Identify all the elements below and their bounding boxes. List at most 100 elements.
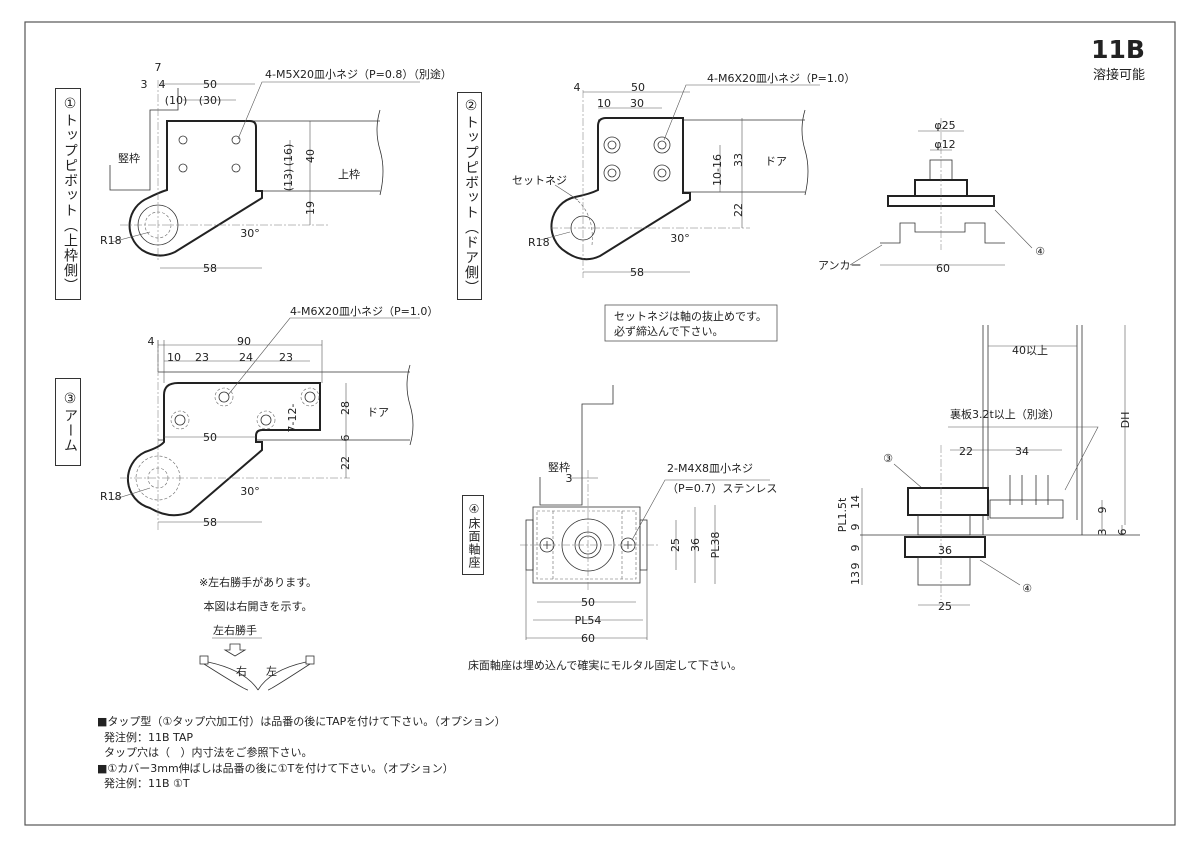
head-label: 上枠 [338, 167, 360, 181]
dim-10: 10 [597, 97, 611, 110]
door-frame-lines [982, 325, 1083, 535]
screw-callout: 4-M6X20皿小ネジ（P=1.0） [707, 72, 855, 85]
dim-23b: 23 [279, 351, 293, 364]
dim-58: 58 [203, 262, 217, 275]
dim-36: 36 [938, 544, 952, 557]
dim-4: 4 [148, 335, 155, 348]
screw-callout: 4-M5X20皿小ネジ（P=0.8）（別途） [265, 67, 452, 81]
note-line: 発注例：11B ①T [97, 777, 190, 790]
dim-30: 30 [630, 97, 644, 110]
dim-16: (16) [282, 144, 295, 167]
screw-callout-1: 2-M4X8皿小ネジ [667, 462, 753, 475]
mortar-instruction: 床面軸座は埋め込んで確実にモルタル固定して下さい。 [468, 658, 742, 672]
dim-30: (30) [199, 94, 222, 107]
dim-phi25: φ25 [934, 119, 955, 132]
center-lines [520, 470, 660, 590]
hole [653, 164, 671, 182]
dim-50: 50 [203, 431, 217, 444]
backplate-label: 裏板3.2t以上（別途） [950, 407, 1060, 421]
hole [231, 135, 241, 145]
dimension-lines [111, 317, 420, 523]
set-screw-note-line1: セットネジは軸の抜止めです。 [614, 309, 767, 323]
product-subtitle: 溶接可能 [1092, 68, 1145, 83]
ref-4: ④ [1022, 582, 1032, 595]
screw-callout: 4-M6X20皿小ネジ（P=1.0） [290, 305, 438, 318]
dim-dh: DH [1119, 412, 1132, 429]
dim-7-12: 7-12- [286, 404, 299, 433]
dim-22: 22 [339, 456, 352, 470]
dim-3: 3 [566, 472, 573, 485]
hidden-lines [552, 511, 623, 579]
dim-radius: R18 [100, 234, 122, 247]
dim-9c: 9 [849, 563, 862, 570]
break-line [406, 364, 414, 446]
handing-title: 左右勝手 [213, 623, 257, 637]
dim-pl38: PL38 [709, 532, 722, 559]
set-screw-label: セットネジ [512, 174, 567, 187]
dim-25: 25 [669, 538, 682, 552]
section1-label: ①トップピボット（上枠側） [55, 88, 81, 300]
dim-22: 22 [959, 445, 973, 458]
screw-callout-2: （P=0.7）ステンレス [667, 482, 777, 495]
note-line: 発注例：11B TAP [97, 730, 194, 744]
door-label: ドア [367, 406, 389, 419]
screw-holes [170, 387, 320, 430]
hinge-right-icon [305, 655, 315, 665]
dim-13: 13 [849, 571, 862, 585]
section2-label: ②トップピボット（ドア側） [457, 92, 482, 300]
break-line [801, 109, 809, 196]
note-line: ■タップ型（①タップ穴加工付）は品番の後にTAPを付けて下さい。（オプション） [97, 715, 506, 728]
dim-23a: 23 [195, 351, 209, 364]
hole [603, 164, 621, 182]
dim-50: 50 [203, 78, 217, 91]
dim-40: 40 [304, 149, 317, 163]
dimension-lines [950, 325, 1126, 525]
dim-angle: 30° [240, 485, 260, 498]
hole [178, 135, 188, 145]
left-label: 左 [266, 665, 277, 678]
door-swing-arcs [203, 661, 311, 691]
dim-radius: R18 [528, 236, 550, 249]
section2-top-pivot-door: 4 50 10 30 10-16 33 22 ドア セットネジ R18 30° … [512, 72, 855, 342]
dim-angle: 30° [240, 227, 260, 240]
hole-outer [256, 410, 276, 430]
dim-10: (10) [165, 94, 188, 107]
note-line: タップ穴は（ ）内寸法をご参照下さい。 [97, 746, 313, 759]
section3-label: ③アーム [55, 378, 81, 466]
hole-outer [214, 387, 234, 407]
anchor-label: アンカー [818, 259, 862, 272]
dim-phi12: φ12 [934, 138, 955, 151]
dim-24: 24 [239, 351, 253, 364]
floor-pivot-body [917, 556, 971, 586]
header: 11B 溶接可能 [1091, 36, 1145, 84]
section4-floor-pivot: 竪枠 3 2-M4X8皿小ネジ （P=0.7）ステンレス 25 36 PL38 … [468, 385, 777, 672]
hole-inner [657, 140, 667, 150]
dimension-lines [539, 84, 820, 273]
pivot-post [917, 514, 971, 536]
hinge-left-icon [199, 655, 209, 665]
notes: ■タップ型（①タップ穴加工付）は品番の後にTAPを付けて下さい。（オプション） … [97, 714, 506, 792]
handing-note-2: 本図は右開きを示す。 [204, 599, 313, 613]
backplate-box [989, 499, 1064, 519]
note-line: ■①カバー3mm伸ばしは品番の後に①Tを付けて下さい。（オプション） [97, 761, 454, 775]
dim-pl54: PL54 [575, 614, 602, 627]
hole [304, 391, 316, 403]
arm-section [907, 487, 989, 516]
section4-label: ④床面軸座 [462, 495, 484, 575]
dim-lines-2 [861, 488, 1123, 606]
dim-10-16: 10-16 [711, 154, 724, 186]
hole [178, 163, 188, 173]
hole-inner [657, 168, 667, 178]
dim-6: 6 [339, 435, 352, 442]
dim-9a: 9 [849, 524, 862, 531]
hole [653, 136, 671, 154]
dim-4: 4 [159, 78, 166, 91]
dim-22: 22 [732, 203, 745, 217]
hole-inner [607, 140, 617, 150]
handing-note: ※左右勝手があります。 本図は右開きを示す。 左右勝手 右 左 [199, 575, 317, 691]
section1-top-pivot-frame: 7 3 4 50 (10) (30) (16) (13) 40 19 R18 3… [100, 61, 452, 275]
break-line [376, 109, 384, 196]
ref3-leader [893, 463, 923, 489]
dim-3: 3 [141, 78, 148, 91]
